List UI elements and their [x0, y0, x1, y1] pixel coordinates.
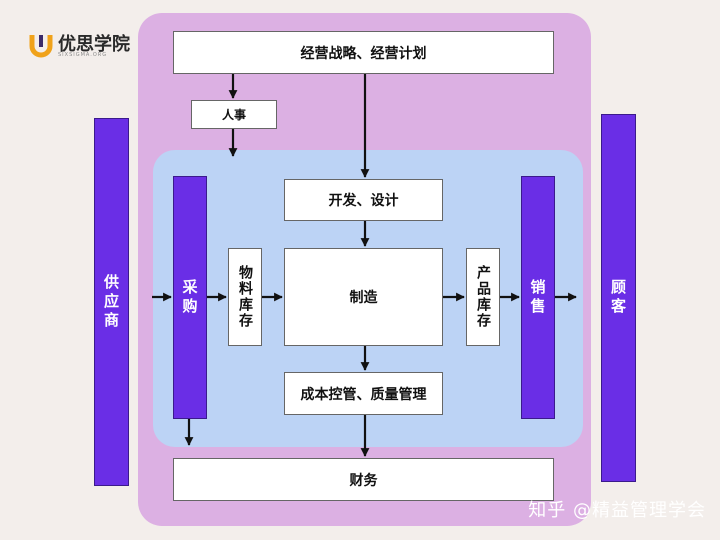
purchasing-label: 采购 — [180, 278, 199, 317]
supplier-label: 供应商 — [102, 273, 120, 331]
cost-quality-label: 成本控管、质量管理 — [300, 386, 427, 403]
brand-logo-icon — [29, 35, 53, 58]
finance-label: 财务 — [349, 472, 378, 489]
customer-block: 顾客 — [601, 114, 636, 482]
finance-box: 财务 — [173, 458, 554, 501]
sales-block: 销售 — [521, 176, 555, 419]
strategy-box: 经营战略、经营计划 — [173, 31, 554, 74]
brand-name: 优思学院 — [58, 34, 130, 55]
dev-design-box: 开发、设计 — [284, 179, 443, 221]
sales-label: 销售 — [528, 278, 547, 317]
customer-label: 顾客 — [609, 279, 627, 317]
manufacturing-box: 制造 — [284, 248, 443, 346]
strategy-label: 经营战略、经营计划 — [300, 45, 427, 62]
product-inventory-box: 产品库存 — [466, 248, 500, 346]
purchasing-block: 采购 — [173, 176, 207, 419]
material-inventory-label: 物料库存 — [237, 265, 253, 329]
product-inventory-label: 产品库存 — [475, 265, 491, 329]
cost-quality-box: 成本控管、质量管理 — [284, 372, 443, 415]
material-inventory-box: 物料库存 — [228, 248, 262, 346]
manufacturing-label: 制造 — [349, 290, 378, 306]
brand-subtitle: SIXSIGMA.ORG — [58, 52, 108, 58]
watermark-text: 知乎 @精益管理学会 — [528, 500, 706, 521]
hr-label: 人事 — [221, 108, 246, 122]
dev-design-label: 开发、设计 — [328, 193, 399, 209]
supplier-block: 供应商 — [94, 118, 129, 486]
hr-box: 人事 — [191, 100, 277, 129]
